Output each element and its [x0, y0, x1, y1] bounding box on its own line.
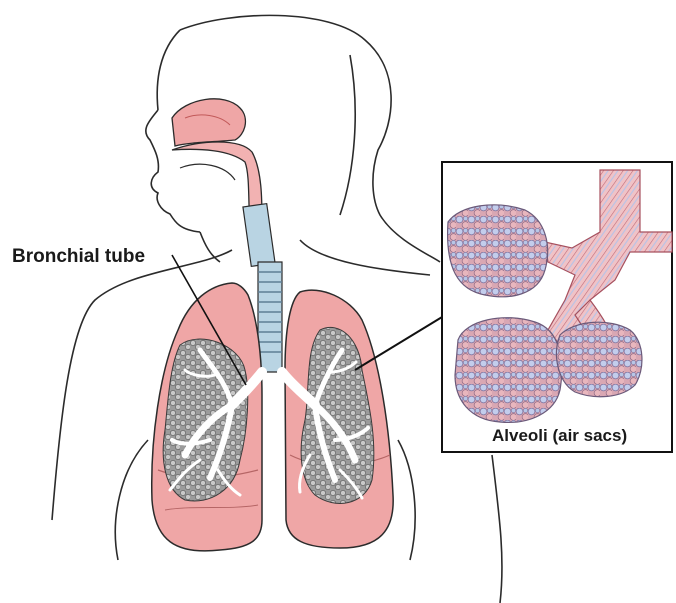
- alveoli-label: Alveoli (air sacs): [492, 426, 627, 445]
- alveoli-inset: Alveoli (air sacs): [442, 162, 672, 452]
- nasal-cavity: [172, 99, 262, 222]
- bronchial-tube-label: Bronchial tube: [12, 246, 145, 267]
